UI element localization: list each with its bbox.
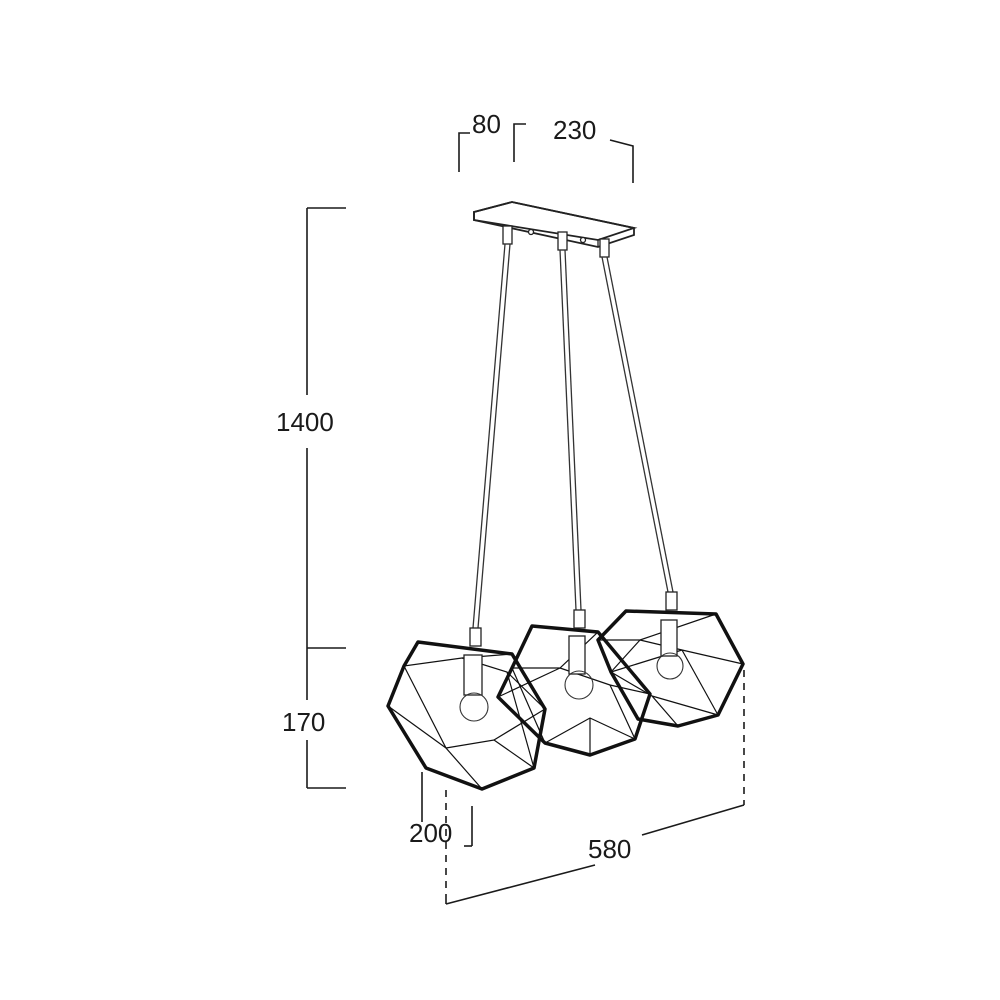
canopy-depth-label: 80 [472, 109, 501, 139]
total-width-label: 580 [588, 834, 631, 864]
cord-grips-top [502, 225, 610, 258]
shade-right [596, 609, 745, 728]
base-dimension-lines [421, 670, 745, 905]
ceiling-canopy [473, 201, 638, 248]
canopy-width-label: 230 [553, 115, 596, 145]
height-dimension-lines [306, 207, 346, 789]
canopy-dimension-lines [458, 123, 634, 183]
shade-left [386, 640, 547, 791]
pendant-cords [472, 243, 674, 629]
bulb-left [459, 627, 489, 722]
cable-height-label: 1400 [276, 407, 334, 437]
bulb-right [656, 591, 684, 680]
bulb-middle [564, 609, 594, 700]
shade-depth-label: 200 [409, 818, 452, 848]
shade-height-label: 170 [282, 707, 325, 737]
